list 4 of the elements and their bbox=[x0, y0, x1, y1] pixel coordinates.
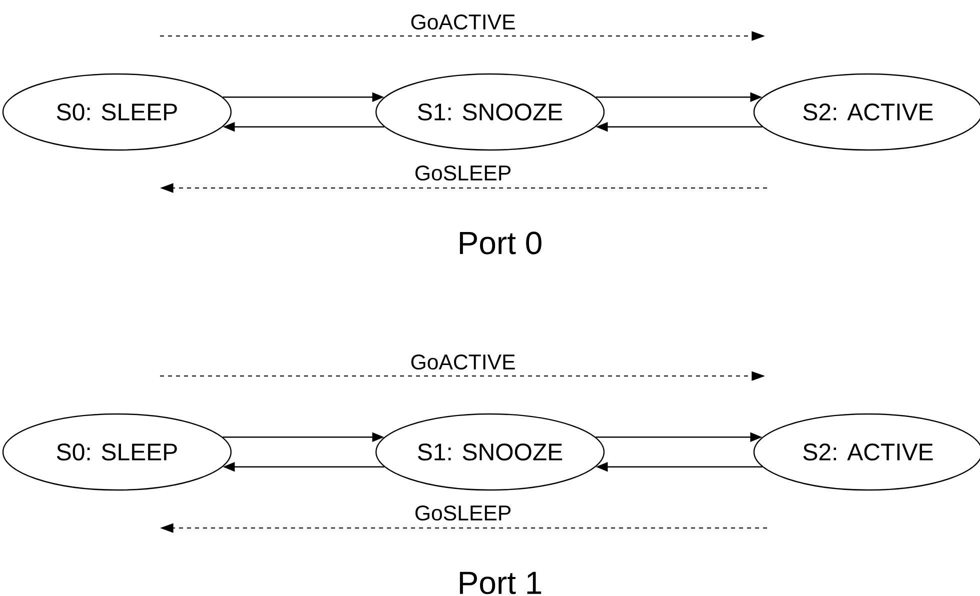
arrow-label: GoACTIVE bbox=[411, 354, 515, 370]
port-caption: Port 0 bbox=[460, 232, 542, 254]
port-caption: Port 1 bbox=[460, 572, 542, 594]
arrow-label: GoACTIVE bbox=[411, 14, 515, 30]
